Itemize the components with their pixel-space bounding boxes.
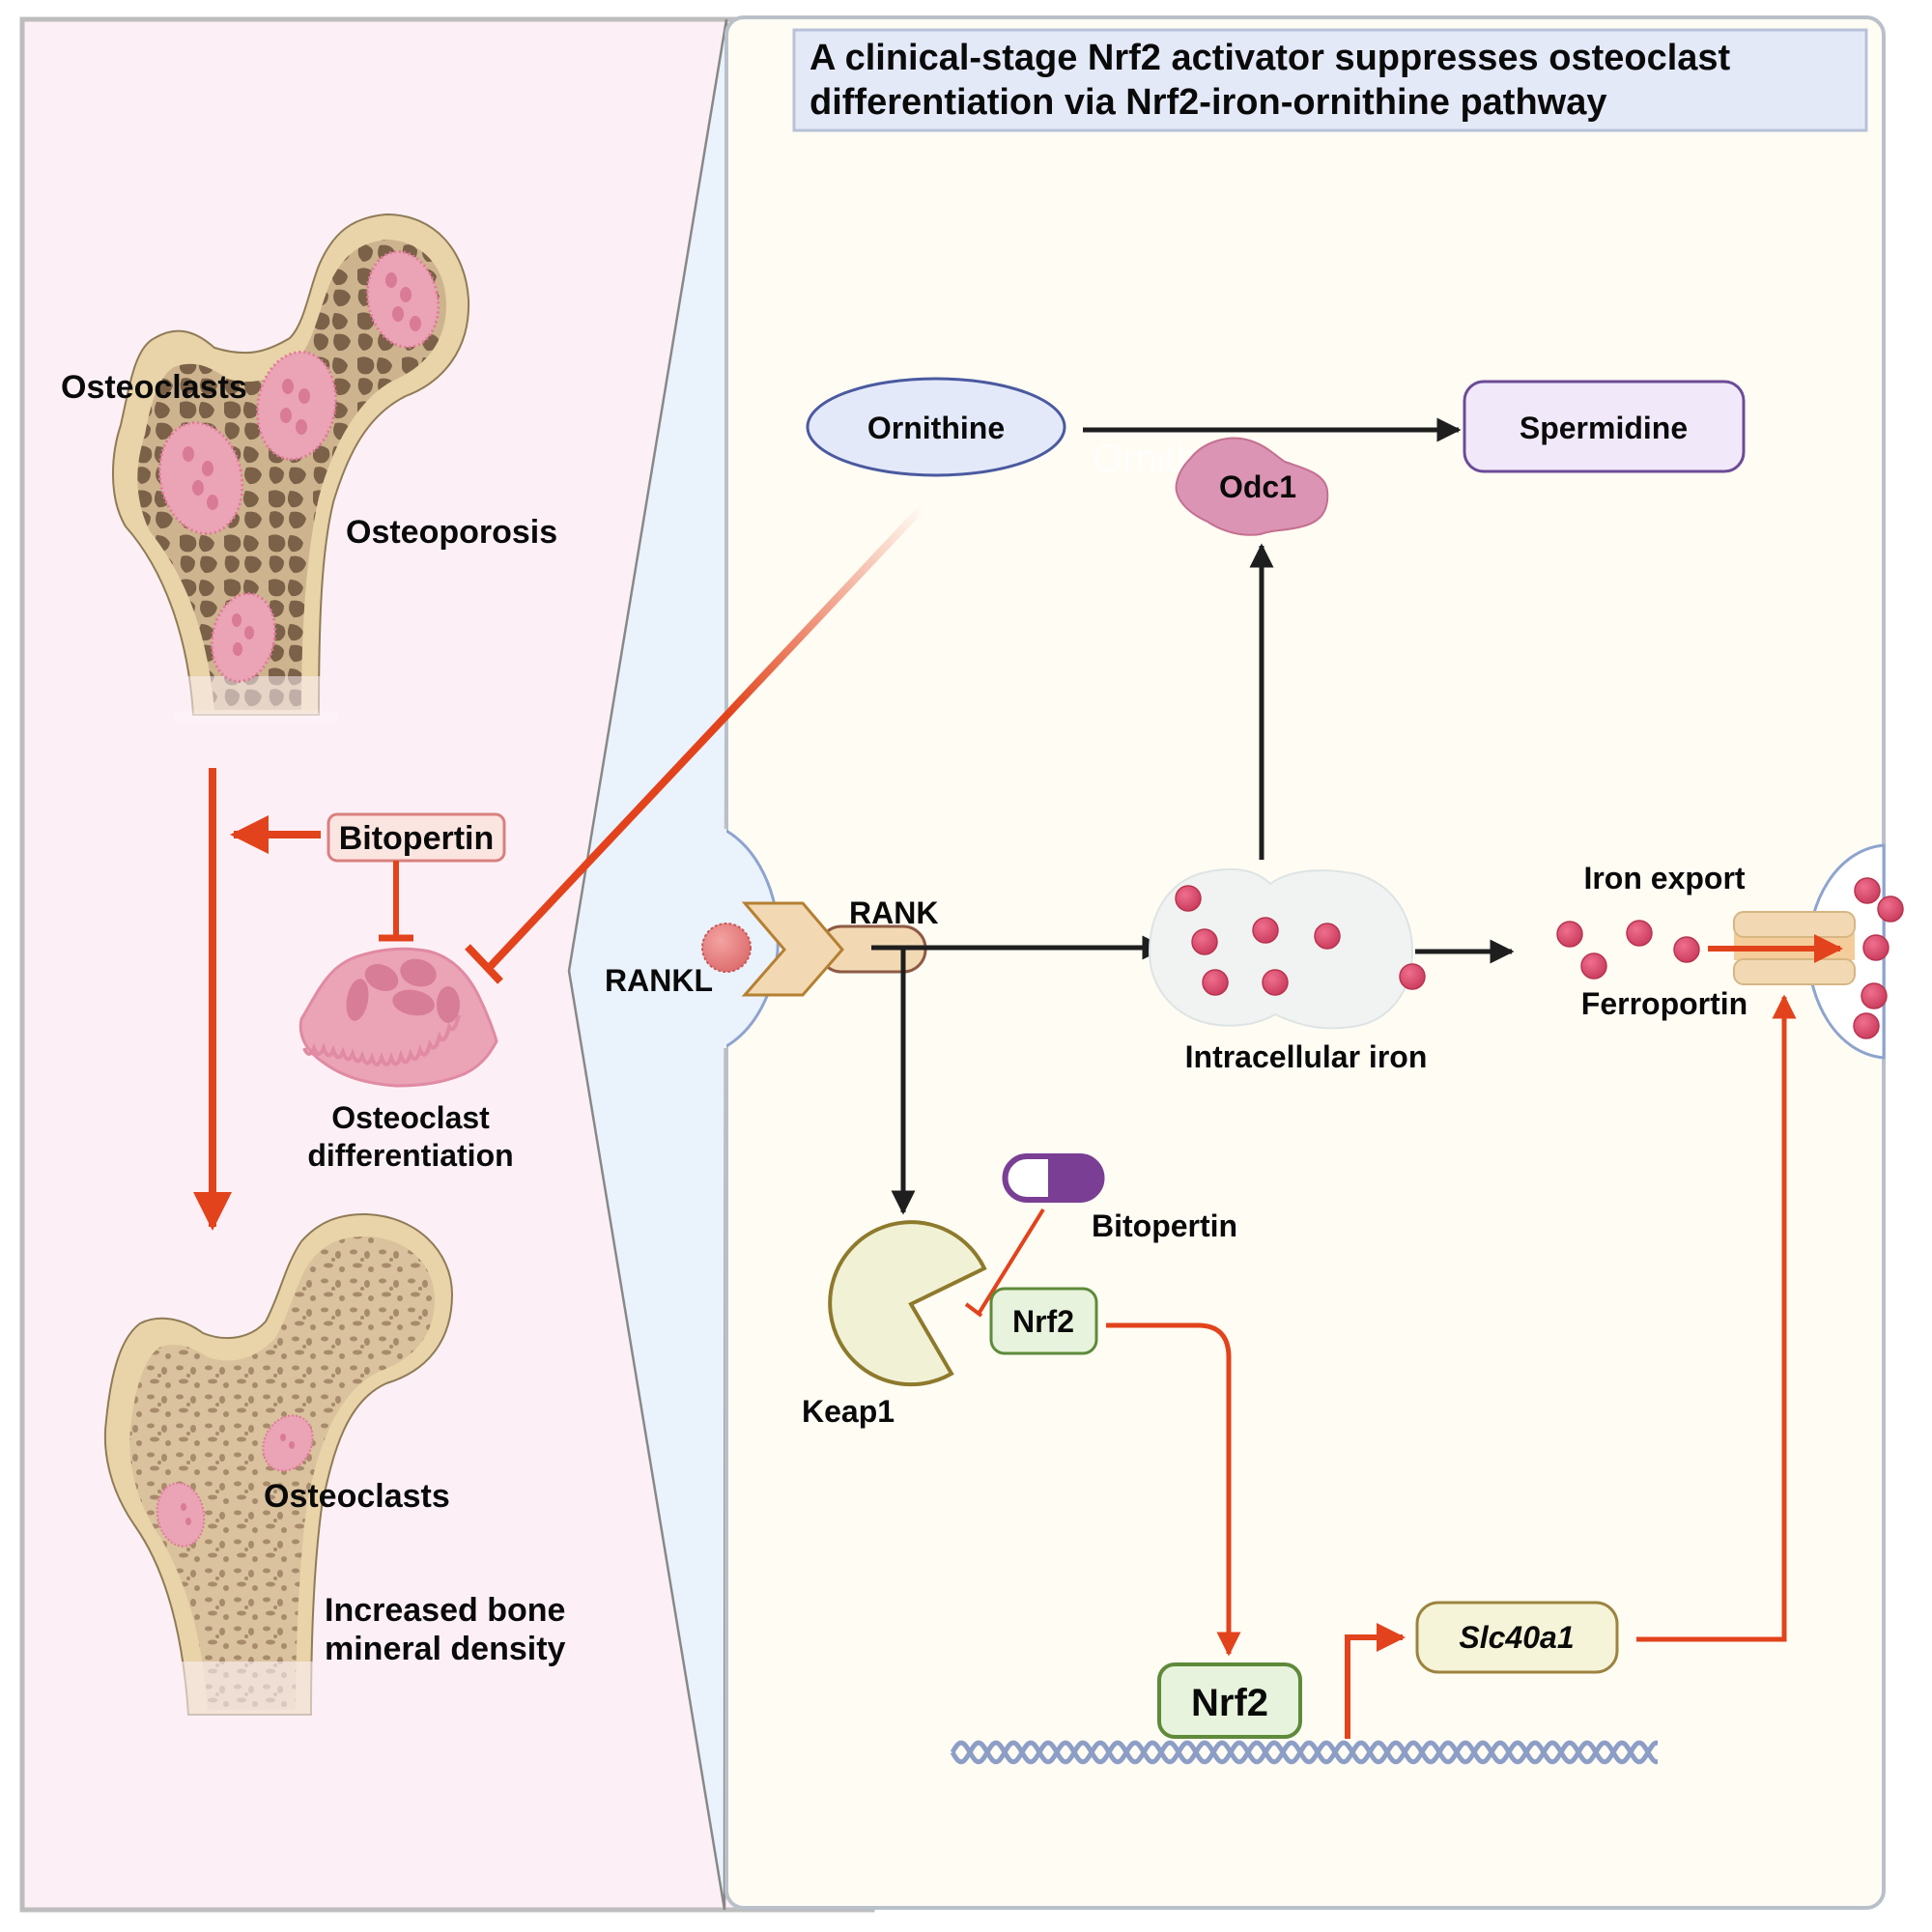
keap1-label: Keap1: [802, 1394, 895, 1429]
rankl-ligand: [701, 923, 752, 973]
nrf2-nuclear[interactable]: Nrf2: [1157, 1662, 1302, 1739]
osteoclast-cell: [255, 350, 338, 462]
osteoclast-differentiation-label-1: Osteoclast: [331, 1100, 490, 1135]
bitopertin-inhibits-keap1: [964, 1208, 1045, 1318]
ornithine-node[interactable]: Ornithine: [806, 377, 1066, 477]
iron-dot: [1556, 921, 1583, 948]
osteoclast-cell: [262, 1414, 314, 1472]
osteoclast-differentiation-cell: [298, 947, 498, 1088]
nrf2-translocation-arrow: [1106, 1322, 1241, 1657]
iron-dot: [1580, 952, 1607, 980]
osteoclasts-label-top: Osteoclasts: [61, 369, 247, 406]
iron-dot: [1853, 1012, 1880, 1039]
osteoclast-cell: [365, 250, 440, 349]
right-panel: A clinical-stage Nrf2 activator suppress…: [465, 15, 1904, 1910]
odc1-label: Odc1: [1219, 469, 1296, 504]
bone-porous-interior: [137, 240, 446, 710]
slc40a1-gene[interactable]: Slc40a1: [1415, 1601, 1619, 1674]
ornithine-inhibits-differentiation: [465, 504, 925, 984]
osteoclast-differentiation-label-2: differentiation: [307, 1138, 513, 1173]
spermidine-label: Spermidine: [1520, 411, 1688, 445]
bone-density-label-2: mineral density: [325, 1631, 566, 1667]
dna-strand: [950, 1740, 1658, 1765]
bitopertin-inhibits-osteoclast: [379, 861, 413, 942]
ferroportin-label: Ferroportin: [1581, 986, 1747, 1021]
iron-dot: [1175, 885, 1202, 912]
osteoclast-cell: [156, 1482, 206, 1548]
iron-dot: [1626, 920, 1653, 947]
iron-dot: [1877, 895, 1904, 923]
slc40a1-to-ferroportin-arrow: [1636, 994, 1797, 1642]
iron-dot: [1202, 969, 1229, 996]
osteoclasts-label-bottom: Osteoclasts: [264, 1478, 450, 1515]
osteoporotic-bone: [112, 213, 470, 734]
title-box: A clinical-stage Nrf2 activator suppress…: [792, 28, 1868, 132]
iron-dot: [1252, 917, 1279, 944]
nrf2-cytoplasmic-label: Nrf2: [1012, 1304, 1074, 1339]
bone-dense-interior: [129, 1236, 435, 1710]
nrf2-cytoplasmic[interactable]: Nrf2: [989, 1287, 1098, 1355]
bitopertin-box[interactable]: Bitopertin: [327, 812, 506, 863]
odc1-enzyme[interactable]: Odc1: [1175, 437, 1329, 536]
bitopertin-pill[interactable]: [1002, 1153, 1105, 1203]
bitopertin-pill-label: Bitopertin: [1092, 1208, 1237, 1243]
transcription-arrow: [1345, 1623, 1406, 1739]
ornithine-label: Ornithine: [867, 411, 1005, 445]
rank-label: RANK: [849, 895, 938, 930]
osteoclast-cell: [210, 592, 277, 683]
iron-dot: [1262, 969, 1289, 996]
title-line-1: A clinical-stage Nrf2 activator suppress…: [810, 38, 1731, 78]
iron-dot: [1861, 982, 1888, 1009]
rankl-label: RANKL: [605, 963, 713, 998]
dense-bone: [103, 1212, 454, 1729]
osteoclast-cell: [157, 421, 244, 535]
intracellular-iron-label: Intracellular iron: [1185, 1039, 1428, 1074]
osteoporosis-label: Osteoporosis: [346, 514, 557, 551]
bone-density-label-1: Increased bone: [325, 1592, 565, 1629]
slc40a1-label: Slc40a1: [1459, 1620, 1574, 1655]
iron-dot: [1399, 963, 1426, 990]
title-line-2: differentiation via Nrf2-iron-ornithine …: [810, 82, 1607, 123]
dna-helix: [950, 1740, 1658, 1765]
rank-to-keap1-arrow: [889, 945, 916, 1215]
nrf2-nuclear-label: Nrf2: [1191, 1682, 1268, 1724]
dna-strand: [950, 1740, 1658, 1765]
iron-dots: [1175, 877, 1904, 1039]
iron-dot: [1673, 936, 1700, 963]
spermidine-node[interactable]: Spermidine: [1463, 380, 1746, 473]
iron-dot: [1191, 928, 1218, 955]
iron-dot: [1854, 877, 1881, 904]
bitopertin-box-label: Bitopertin: [339, 820, 495, 857]
iron-dot: [1314, 923, 1341, 950]
keap1-protein[interactable]: [828, 1220, 987, 1387]
iron-export-label: Iron export: [1583, 861, 1745, 895]
iron-dot: [1862, 934, 1889, 961]
